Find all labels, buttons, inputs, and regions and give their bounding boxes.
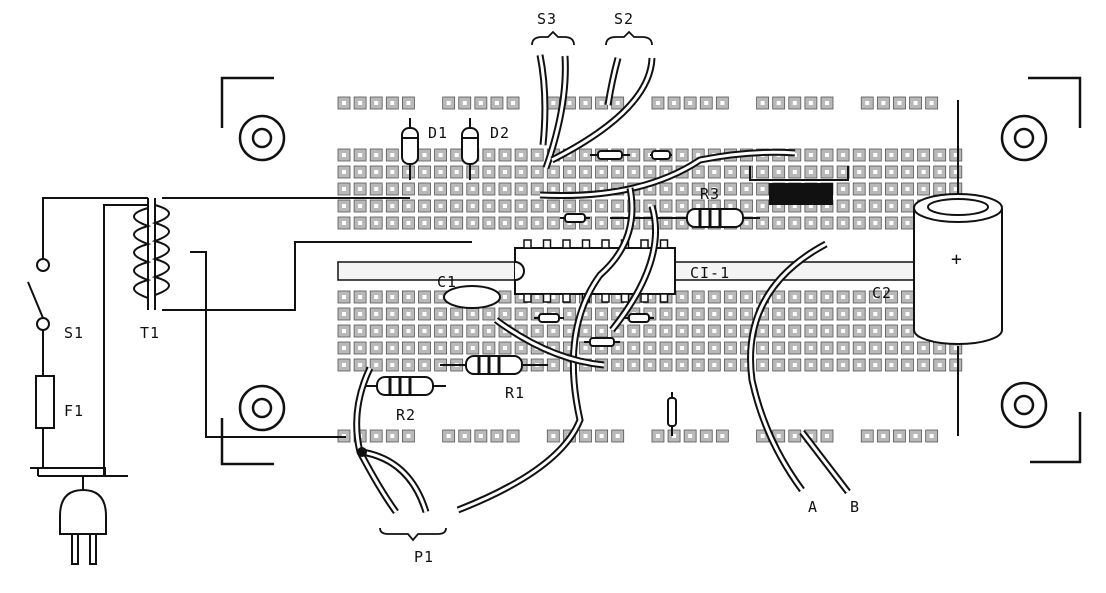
label-s2: S2 [614,10,634,28]
mains-wiring [30,197,148,476]
label-c2: C2 [872,284,892,302]
label-f1: F1 [64,402,84,420]
label-braces [379,30,653,542]
label-a: A [808,498,818,516]
solder-junction [357,447,367,457]
resistor-r1 [440,355,548,375]
label-t1: T1 [140,324,160,342]
capacitor-c1 [443,285,501,309]
trimmer-block [749,166,849,205]
resistor-r3 [610,208,760,228]
corner-marks [220,76,1082,466]
label-b: B [850,498,860,516]
flying-wires [353,54,851,515]
label-r1: R1 [505,384,525,402]
diode-d1 [401,118,419,180]
jumper-links [534,150,677,436]
label-c2-plus: + [951,249,963,270]
label-p1: P1 [414,548,434,566]
switch-s1 [27,258,50,331]
mounting-holes [238,114,1048,432]
diode-d2 [461,118,479,180]
transformer-t1 [133,197,472,438]
label-d1: D1 [428,124,448,142]
diagram-labels: S3 S2 D1 D2 R3 CI-1 C1 C2 + S1 T1 F1 R2 … [64,10,963,566]
capacitor-c2 [913,100,1003,436]
fuse-f1 [35,375,55,429]
label-ci1: CI-1 [690,264,730,282]
mounting-hole-top-right [1000,114,1048,162]
mounting-hole-bottom-left [238,384,286,432]
mains-plug [38,475,128,565]
label-s1: S1 [64,324,84,342]
label-d2: D2 [490,124,510,142]
label-s3: S3 [537,10,557,28]
resistor-r2 [362,376,446,396]
label-r3: R3 [700,185,720,203]
label-c1: C1 [437,273,457,291]
mounting-hole-bottom-right [1000,381,1048,429]
label-r2: R2 [396,406,416,424]
mounting-hole-top-left [238,114,286,162]
